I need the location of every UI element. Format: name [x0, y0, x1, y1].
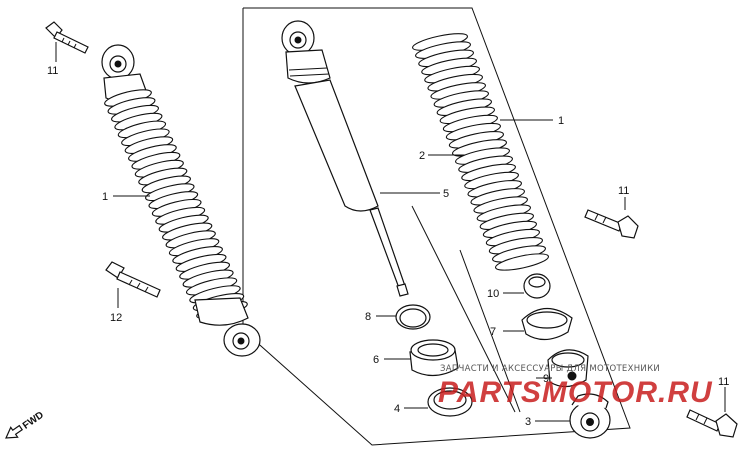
exploded-view-frame	[242, 7, 631, 446]
bushing-part-9	[547, 349, 589, 388]
callout-10: 10	[487, 288, 499, 300]
callout-9: 9	[543, 373, 549, 385]
left-shock-absorber	[101, 44, 261, 357]
spring-coil	[495, 253, 549, 271]
fwd-label: FWD	[21, 410, 46, 432]
callout-12: 12	[110, 312, 122, 324]
fwd-direction-indicator: FWD	[5, 410, 46, 439]
callout-8: 8	[365, 311, 371, 323]
callout-3: 3	[525, 416, 531, 428]
callout-2: 2	[419, 150, 425, 162]
collar-part-10	[523, 273, 551, 299]
bolt-11-right-mid	[584, 209, 639, 239]
callout-6: 6	[373, 354, 379, 366]
callout-5: 5	[443, 188, 449, 200]
watermark-brand: PARTSMOTOR.RU	[438, 376, 713, 409]
bolt-11-top-left	[45, 21, 89, 54]
callout-11-right-mid: 11	[618, 185, 629, 197]
spring-seat-part-7	[521, 307, 573, 341]
leader-lines	[55, 42, 726, 422]
watermark: ЗАПЧАСТИ И АКСЕССУАРЫ ДЛЯ МОТОТЕХНИКИ PA…	[438, 364, 713, 409]
callout-1-left: 1	[102, 191, 108, 203]
bolt-11-right-bottom	[686, 409, 738, 438]
bolt-12-left	[105, 261, 161, 298]
damper-unit	[281, 20, 409, 297]
spring-part-2	[412, 33, 549, 271]
callout-4: 4	[394, 403, 400, 415]
callout-11-right-bottom: 11	[718, 376, 729, 388]
fwd-arrow-icon	[5, 424, 24, 439]
callout-7: 7	[490, 326, 496, 338]
watermark-tagline: ЗАПЧАСТИ И АКСЕССУАРЫ ДЛЯ МОТОТЕХНИКИ	[440, 364, 660, 374]
bush-part-6	[409, 339, 459, 377]
callout-11-top-left: 11	[47, 65, 58, 77]
callout-1-right: 1	[558, 115, 564, 127]
lower-eye-part-3	[569, 393, 611, 439]
circlip-part-8	[395, 304, 431, 330]
ring-part-4	[427, 387, 473, 417]
left-spring-coils	[104, 89, 248, 320]
